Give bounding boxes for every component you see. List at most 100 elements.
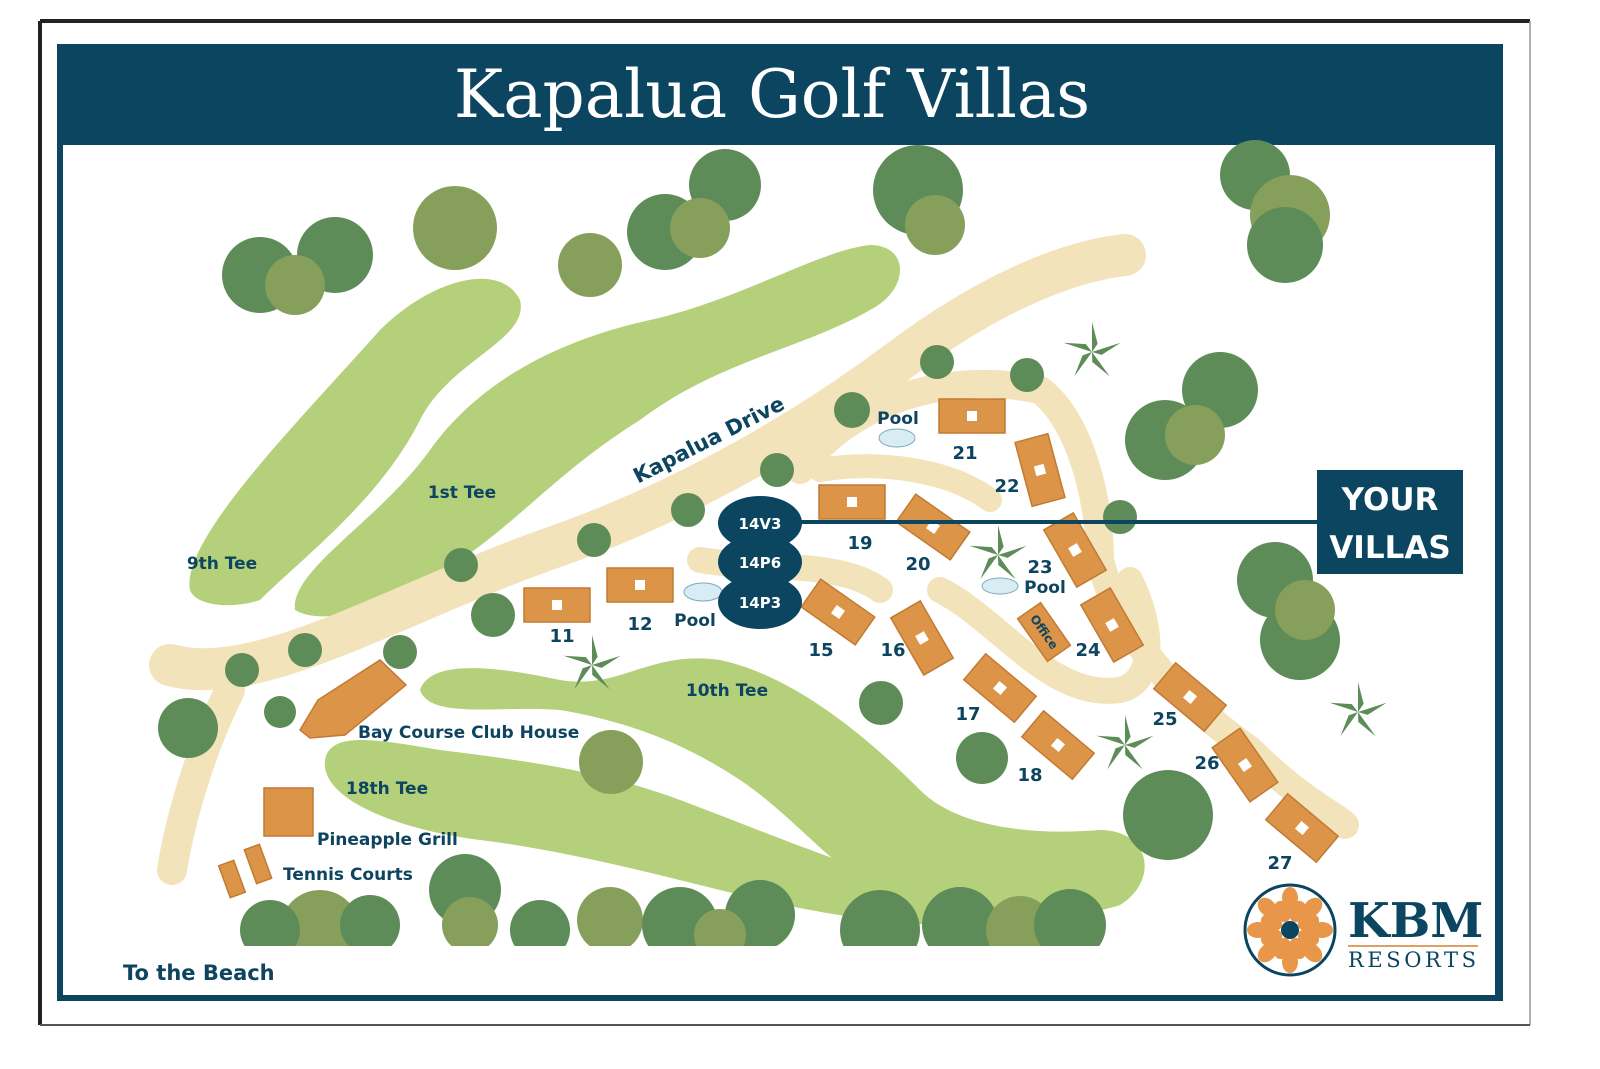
villa-building — [1079, 586, 1145, 664]
tree-icon — [442, 897, 498, 953]
pineapple-grill-label: Pineapple Grill — [317, 830, 458, 850]
tree-icon — [1123, 770, 1213, 860]
logo-petal — [1257, 943, 1277, 963]
tree-icon — [240, 900, 300, 960]
fairways — [189, 245, 1145, 925]
tree-icon — [444, 548, 478, 582]
pool-icon — [981, 577, 1019, 595]
tree-icon — [577, 523, 611, 557]
pool-label: Pool — [877, 409, 919, 429]
tree-icon — [288, 633, 322, 667]
pool-label: Pool — [1024, 578, 1066, 598]
fairway-1 — [294, 245, 900, 617]
villa-number: 24 — [1075, 640, 1100, 661]
club-house-building — [299, 659, 408, 739]
office-building — [1016, 601, 1072, 663]
trees — [63, 140, 1340, 995]
villa-number: 11 — [549, 626, 574, 647]
villa-number: 26 — [1194, 753, 1219, 774]
villa-number: 17 — [955, 704, 980, 725]
fairway-10 — [420, 658, 1145, 917]
tree-icon — [760, 453, 794, 487]
logo-petal — [1303, 897, 1323, 917]
path-inner-loop — [927, 567, 1161, 704]
tee-label-1: 1st Tee — [428, 483, 496, 503]
your-villas-callout — [1317, 470, 1463, 574]
tree-icon — [577, 887, 643, 953]
tree-icon — [510, 900, 570, 960]
pool-icon — [878, 428, 916, 448]
tree-icon — [956, 732, 1008, 784]
villa-number: 22 — [994, 476, 1019, 497]
kbm-logo: KBM RESORTS — [1243, 883, 1483, 977]
paths — [149, 234, 1359, 885]
villa-courtyard — [992, 680, 1008, 696]
villa-building — [1211, 727, 1279, 803]
villa-building — [962, 652, 1038, 724]
palm-tree-icon — [1063, 322, 1121, 377]
villa-building — [818, 484, 886, 520]
villa-number: 21 — [952, 443, 977, 464]
tree-icon — [1275, 580, 1335, 640]
logo-petal — [1273, 937, 1291, 960]
logo-flower-icon — [1247, 887, 1333, 973]
logo-petal — [1257, 897, 1277, 917]
villa-number: 23 — [1027, 557, 1052, 578]
villa-courtyard — [1238, 758, 1252, 772]
club-house-label: Bay Course Club House — [358, 723, 579, 743]
unit-marker-14P3[interactable] — [718, 575, 802, 629]
tennis-courts-label: Tennis Courts — [283, 865, 413, 885]
tree-icon — [225, 653, 259, 687]
facility-buildings — [217, 601, 1072, 899]
logo-petal — [1303, 943, 1323, 963]
beach-label: To the Beach — [123, 961, 275, 985]
villa-courtyard — [1182, 689, 1198, 705]
tree-icon — [920, 345, 954, 379]
tree-icon — [834, 392, 870, 428]
pool-label: Pool — [674, 611, 716, 631]
tee-label-18: 18th Tee — [346, 779, 428, 799]
logo-petal — [1273, 900, 1291, 923]
villa-buildings — [523, 398, 1340, 864]
unit-label: 14P3 — [739, 594, 781, 612]
tree-icon — [264, 696, 296, 728]
palm-tree-icon — [1329, 682, 1387, 737]
villa-number: 15 — [808, 640, 833, 661]
unit-marker-14V3[interactable] — [718, 496, 802, 550]
villa-building — [1264, 792, 1340, 864]
villa-number: 19 — [847, 533, 872, 554]
your-villas-label-2: VILLAS — [1329, 530, 1450, 566]
logo-petal — [1289, 937, 1307, 960]
palm-trees — [563, 322, 1387, 770]
path-upper — [808, 454, 1002, 512]
logo-sub: RESORTS — [1348, 948, 1476, 972]
map-title: Kapalua Golf Villas — [454, 56, 1090, 133]
logo-petal — [1289, 900, 1307, 923]
tree-icon — [471, 593, 515, 637]
kapalua-drive-road — [149, 234, 1146, 691]
villa-building — [800, 578, 876, 646]
villa-courtyard — [635, 580, 645, 590]
villa-number: 16 — [880, 640, 905, 661]
tree-icon — [670, 198, 730, 258]
villa-courtyard — [1033, 463, 1047, 477]
tennis-court — [243, 843, 273, 885]
logo-petal — [1260, 913, 1283, 931]
villa-building — [889, 599, 955, 677]
tree-icon — [158, 698, 218, 758]
palm-tree-icon — [563, 635, 621, 690]
fairway-9 — [189, 278, 521, 606]
tree-icon — [922, 887, 998, 963]
map-margin — [63, 946, 1243, 995]
tree-icon — [1010, 358, 1044, 392]
tree-icon — [558, 233, 622, 297]
path-villa-loop — [786, 370, 1359, 839]
tree-icon — [1165, 405, 1225, 465]
villa-building — [938, 398, 1006, 434]
villa-number: 25 — [1152, 709, 1177, 730]
unit-marker-14P6[interactable] — [718, 535, 802, 589]
pools — [683, 428, 1019, 602]
palm-tree-icon — [969, 525, 1027, 580]
